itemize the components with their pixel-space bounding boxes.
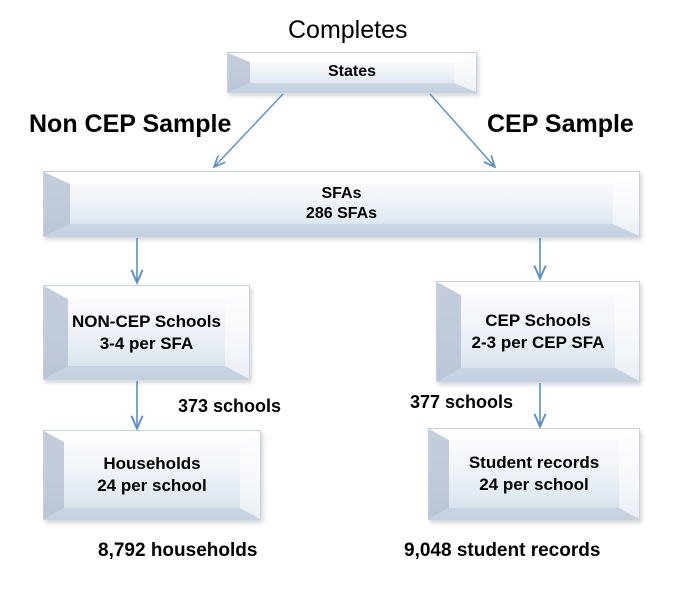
edge-count-student-records: 9,048 student records xyxy=(404,540,601,561)
branch-label-non-cep: Non CEP Sample xyxy=(29,110,232,138)
diagram-title: Completes xyxy=(288,16,408,44)
branch-label-cep: CEP Sample xyxy=(487,110,634,138)
node-sfas-count: 286 SFAs xyxy=(305,205,378,222)
node-states[interactable]: States xyxy=(227,52,477,93)
node-households-rate: 24 per school xyxy=(97,476,207,495)
node-sfas-label: SFAs xyxy=(321,184,362,202)
node-states-label: States xyxy=(327,63,377,81)
node-student-records-label: Student records xyxy=(468,453,600,473)
edge-count-households: 8,792 households xyxy=(98,540,258,561)
node-non-cep-schools-label: NON-CEP Schools xyxy=(72,311,221,331)
node-cep-schools-rate: 2-3 per CEP SFA xyxy=(471,332,605,352)
node-cep-schools[interactable]: CEP Schools 2-3 per CEP SFA xyxy=(436,281,640,382)
edge-count-cep-schools: 377 schools xyxy=(410,392,514,412)
node-cep-schools-label: CEP Schools xyxy=(485,310,591,330)
node-households-label: Households xyxy=(103,454,201,474)
node-non-cep-schools[interactable]: NON-CEP Schools 3-4 per SFA xyxy=(43,285,250,380)
node-non-cep-schools-rate: 3-4 per SFA xyxy=(99,333,194,353)
edge-count-non-cep-schools: 373 schools xyxy=(178,396,282,416)
node-student-records-rate: 24 per school xyxy=(479,475,589,494)
connector-states-to-sfas-right xyxy=(429,93,494,166)
node-households[interactable]: Households 24 per school xyxy=(43,430,261,520)
node-student-records[interactable]: Student records 24 per school xyxy=(428,428,640,520)
node-sfas[interactable]: SFAs 286 SFAs xyxy=(43,171,640,237)
